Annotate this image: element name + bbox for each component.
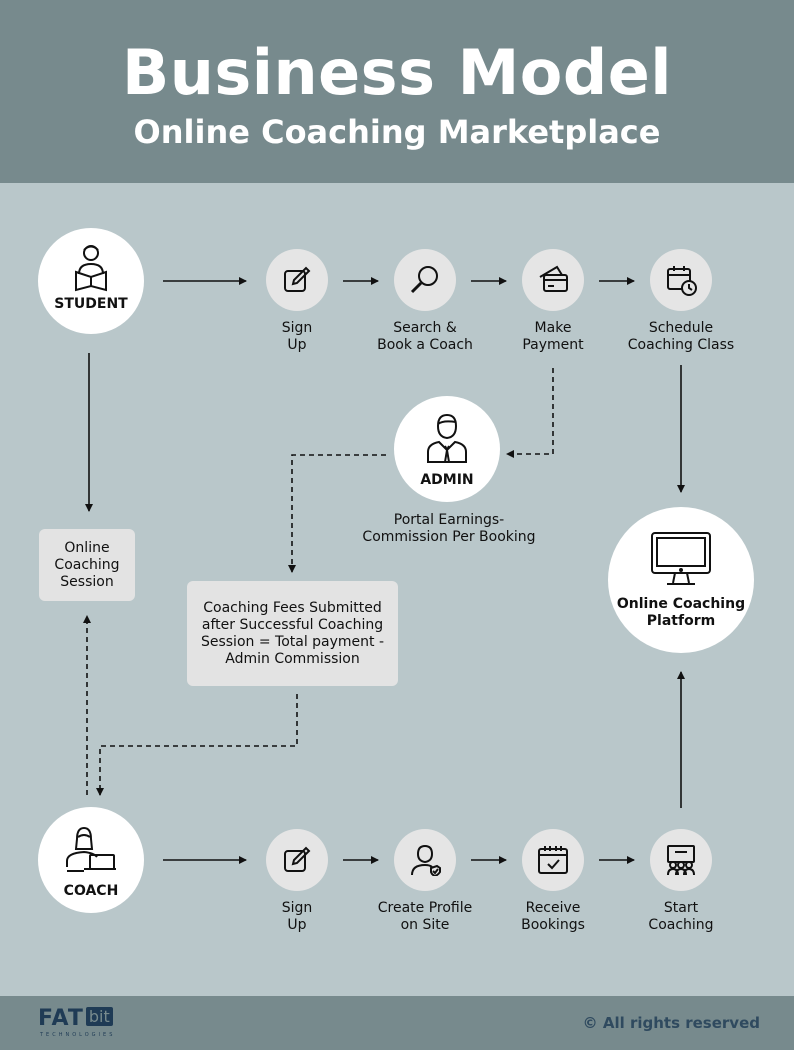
student-step-payment	[522, 249, 584, 311]
student-step-signup	[266, 249, 328, 311]
header-banner: Business Model Online Coaching Marketpla…	[0, 0, 794, 183]
calendar-clock-icon	[667, 266, 697, 296]
student-step-search-label: Search &Book a Coach	[377, 320, 473, 353]
edit-icon	[284, 266, 311, 292]
coach-label: COACH	[63, 883, 119, 899]
dashed-payment-to-admin	[506, 368, 554, 458]
calendar-check-icon	[538, 846, 568, 874]
student-step-schedule	[650, 249, 712, 311]
admin-node: ADMIN	[394, 396, 500, 502]
coach-step-bookings	[522, 829, 584, 891]
admin-caption: Portal Earnings-Commission Per Booking	[362, 512, 536, 545]
profile-icon	[411, 844, 441, 876]
copyright-text: © All rights reserved	[582, 1014, 760, 1032]
student-icon	[75, 245, 107, 292]
classroom-icon	[667, 845, 695, 876]
admin-label: ADMIN	[420, 472, 474, 488]
admin-icon	[427, 413, 467, 463]
coach-step-start	[650, 829, 712, 891]
page-subtitle: Online Coaching Marketplace	[133, 113, 661, 151]
coach-step-profile	[394, 829, 456, 891]
coach-step-signup	[266, 829, 328, 891]
student-step-search	[394, 249, 456, 311]
page-title: Business Model	[121, 36, 673, 109]
coach-icon	[66, 826, 116, 872]
search-icon	[410, 266, 438, 294]
coach-node: COACH	[38, 807, 144, 913]
edit-icon	[284, 846, 311, 872]
student-node: STUDENT	[38, 228, 144, 334]
student-label: STUDENT	[54, 296, 128, 312]
credit-card-icon	[539, 265, 568, 292]
dashed-admin-to-fees	[288, 454, 386, 573]
dashed-fees-to-coach	[96, 694, 298, 796]
monitor-icon	[651, 532, 711, 585]
